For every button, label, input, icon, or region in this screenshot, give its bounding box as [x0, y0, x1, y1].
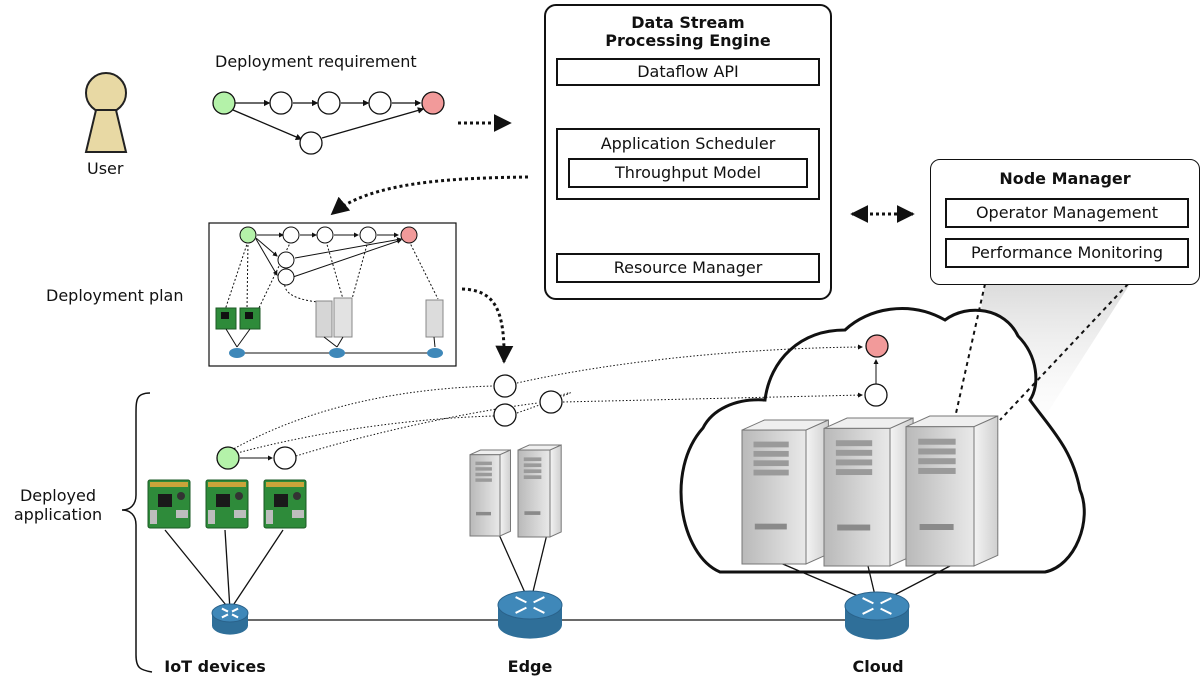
iot-boards	[147, 479, 307, 529]
router-icon	[497, 590, 563, 639]
node-manager-title: Node Manager	[999, 169, 1131, 188]
routers	[211, 590, 910, 640]
cloud-label: Cloud	[852, 657, 904, 676]
deployment-plan-box	[208, 222, 457, 367]
performance-monitoring-box: Performance Monitoring	[945, 238, 1189, 268]
mini-server-icon	[315, 297, 444, 338]
edge-label: Edge	[507, 657, 553, 676]
engine-title-line1: Data Stream	[631, 13, 745, 32]
server-icon	[517, 444, 562, 538]
servers	[469, 415, 999, 567]
application-scheduler-label: Application Scheduler	[600, 134, 776, 153]
deployed-application-brace	[121, 392, 153, 673]
deployed-operator-graph	[227, 344, 879, 461]
mini-router-icon	[229, 348, 443, 358]
deployment-requirement-label: Deployment requirement	[215, 52, 417, 71]
user-label: User	[87, 159, 124, 178]
mini-board-icon	[215, 307, 261, 330]
deployment-plan-label: Deployment plan	[46, 286, 184, 305]
router-icon	[844, 591, 910, 640]
server-icon	[823, 417, 914, 567]
user-icon	[84, 72, 128, 153]
server-icon	[469, 449, 511, 537]
deployed-application-line2: application	[13, 505, 103, 524]
deployed-application-label: Deployed application	[8, 486, 108, 524]
engine-title: Data Stream Processing Engine	[546, 14, 830, 50]
board-icon	[147, 479, 191, 529]
iot-devices-label: IoT devices	[164, 657, 266, 676]
deployed-application-line1: Deployed	[19, 486, 97, 505]
throughput-model-box: Throughput Model	[568, 158, 808, 188]
board-icon	[263, 479, 307, 529]
resource-manager-box: Resource Manager	[556, 253, 820, 283]
server-icon	[741, 419, 829, 565]
board-icon	[205, 479, 249, 529]
server-icon	[905, 415, 999, 567]
dataflow-api-box: Dataflow API	[556, 58, 820, 86]
operator-management-box: Operator Management	[945, 198, 1189, 228]
router-icon	[211, 603, 249, 635]
engine-title-line2: Processing Engine	[605, 31, 771, 50]
deployment-requirement-graph	[212, 91, 445, 155]
